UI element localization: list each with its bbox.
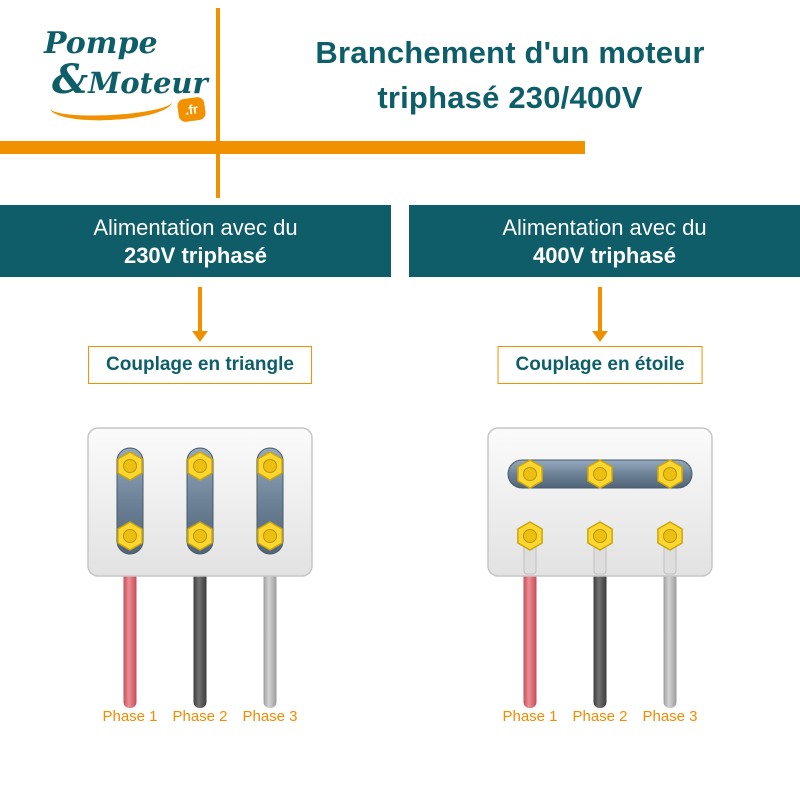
hex-nut (657, 459, 683, 489)
hex-nut (517, 521, 543, 551)
logo-fr-badge: .fr (176, 96, 207, 123)
supply-band-line2: 230V triphasé (123, 243, 268, 268)
wire-phase3 (263, 560, 277, 708)
logo-pompe-text: Pompe (44, 26, 158, 61)
hex-nut (187, 451, 213, 481)
page-title-line2: triphasé 230/400V (377, 80, 643, 115)
hex-nut (117, 451, 143, 481)
phase-label: Phase 2 (572, 708, 628, 725)
supply-band-line1: Alimentation avec du (502, 215, 707, 240)
supply-band-line2: 400V triphasé (532, 243, 677, 268)
logo-ampersand: & (52, 56, 89, 103)
phase-label: Phase 3 (242, 708, 298, 725)
page-title-line1: Branchement d'un moteur (315, 35, 705, 70)
hex-nut (517, 459, 543, 489)
phase-label: Phase 2 (172, 708, 228, 725)
column-400v: Alimentation avec du 400V triphasé Coupl… (400, 205, 800, 780)
hex-nut (587, 459, 613, 489)
logo-moteur-row: & Moteur (52, 56, 208, 103)
coupling-label-box-triangle: Couplage en triangle (88, 346, 312, 384)
hex-nut (657, 521, 683, 551)
coupling-label-box-etoile: Couplage en étoile (497, 346, 703, 384)
wire-phase1 (123, 560, 137, 708)
phase-label: Phase 1 (502, 708, 558, 725)
hex-nut (587, 521, 613, 551)
hex-nut (117, 521, 143, 551)
wires (123, 560, 277, 708)
supply-band-400v: Alimentation avec du 400V triphasé (409, 205, 800, 277)
wire-phase2 (593, 560, 607, 708)
hex-nut (257, 451, 283, 481)
coupling-label: Couplage en triangle (106, 354, 294, 375)
header-vertical-divider (216, 8, 220, 198)
hex-nut (187, 521, 213, 551)
supply-band-line1: Alimentation avec du (93, 215, 298, 240)
page-title: Branchement d'un moteur triphasé 230/400… (235, 30, 785, 120)
phase-label: Phase 1 (102, 708, 158, 725)
logo-moteur-text: Moteur (88, 66, 208, 100)
wire-phase1 (523, 560, 537, 708)
brand-logo: Pompe & Moteur .fr (28, 20, 213, 135)
wires (523, 560, 677, 708)
phase-label: Phase 3 (642, 708, 698, 725)
header-orange-bar (0, 141, 585, 154)
terminal-block-diagram-etoile (487, 427, 713, 708)
wire-ferrules (523, 543, 677, 575)
hex-nut (257, 521, 283, 551)
down-arrow-icon (592, 287, 608, 342)
wire-phase2 (193, 560, 207, 708)
column-230v: Alimentation avec du 230V triphasé Coupl… (0, 205, 400, 780)
supply-band-230v: Alimentation avec du 230V triphasé (0, 205, 391, 277)
coupling-label: Couplage en étoile (515, 354, 685, 375)
down-arrow-icon (192, 287, 208, 342)
wire-phase3 (663, 560, 677, 708)
terminal-block-diagram-triangle (87, 427, 313, 708)
